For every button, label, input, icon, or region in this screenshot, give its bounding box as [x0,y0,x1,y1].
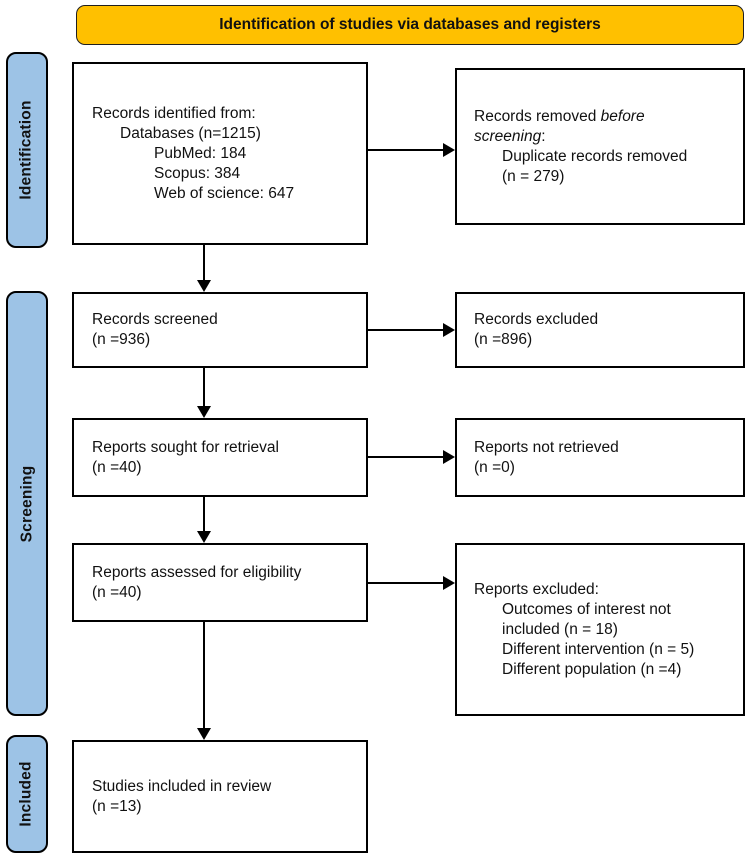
text-line: Scopus: 384 [154,164,241,182]
text-line: (n =896) [474,331,533,348]
text-line: Different population (n =4) [502,660,682,678]
text-line: Studies included in review [92,777,272,795]
arrow-screened-to-excluded [368,323,455,337]
arrow-screened-to-sought [197,368,211,418]
arrow-identified-to-screened [197,245,211,292]
stage-label-included: Included [6,735,48,853]
text-line: Reports excluded: [474,580,599,598]
arrow-identified-to-removed [368,143,455,157]
text-line: Reports not retrieved [474,438,619,456]
text-line: (n =40) [92,583,142,601]
text-line: Records screened [92,311,218,328]
text-line: (n = 279) [502,167,565,185]
text-line: Databases (n=1215) [120,124,261,142]
text-line: screening: [474,127,546,145]
stage-label-identification-text: Identification [18,100,35,200]
banner-title: Identification of studies via databases … [76,5,744,45]
text-line: (n =936) [92,331,151,348]
text-line: Outcomes of interest not [502,600,671,618]
box-records-screened: Records screened (n =936) [72,292,368,368]
text-line: (n =13) [92,797,142,815]
stage-label-screening-text: Screening [18,465,35,542]
box-reports-sought: Reports sought for retrieval (n =40) [72,418,368,497]
stage-label-identification: Identification [6,52,48,248]
stage-label-screening: Screening [6,291,48,716]
text-line: Duplicate records removed [502,147,688,165]
arrow-sought-to-not-retrieved [368,450,455,464]
box-records-removed: Records removed before screening: Duplic… [455,68,745,225]
text-line: Records identified from: [92,104,256,122]
text-line: Different intervention (n = 5) [502,640,695,658]
text-line: Web of science: 647 [154,184,295,202]
box-studies-included: Studies included in review (n =13) [72,740,368,853]
box-records-identified: Records identified from: Databases (n=12… [72,62,368,245]
box-records-excluded: Records excluded (n =896) [455,292,745,368]
text-line: (n =40) [92,458,142,476]
banner-title-text: Identification of studies via databases … [219,16,601,33]
arrow-assessed-to-excluded [368,576,455,590]
text-line: (n =0) [474,458,515,476]
box-reports-excluded: Reports excluded: Outcomes of interest n… [455,543,745,716]
text-line: PubMed: 184 [154,144,247,162]
box-reports-not-retrieved: Reports not retrieved (n =0) [455,418,745,497]
arrow-assessed-to-included [197,622,211,740]
box-reports-assessed: Reports assessed for eligibility (n =40) [72,543,368,622]
stage-label-included-text: Included [18,761,36,827]
text-line: Records removed before [474,107,645,125]
text-line: Reports sought for retrieval [92,438,279,456]
text-line: Reports assessed for eligibility [92,563,302,581]
arrow-sought-to-assessed [197,497,211,543]
text-line: Records excluded [474,311,599,328]
text-line: included (n = 18) [502,620,618,638]
